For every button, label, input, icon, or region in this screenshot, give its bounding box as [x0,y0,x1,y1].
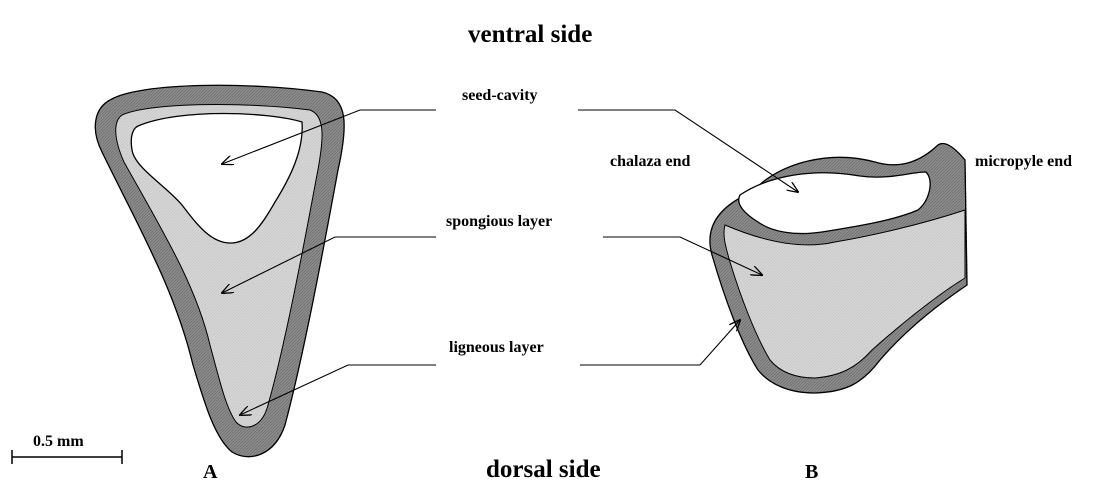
ligneous-layer-leader-b [580,320,740,365]
dorsal-side-label: dorsal side [486,457,601,482]
micropyle-end-label: micropyle end [975,154,1072,170]
scale-bar-label: 0.5 mm [33,434,84,450]
panel-label-a: A [203,462,217,482]
seed-cavity-label: seed-cavity [462,88,538,104]
panel-label-b: B [805,462,818,482]
chalaza-end-label: chalaza end [610,154,690,170]
spongious-layer-label: spongious layer [446,214,552,230]
ventral-side-label: ventral side [468,22,592,47]
scale-bar-line [12,450,122,464]
ligneous-layer-label: ligneous layer [449,340,544,356]
section-a [95,85,344,456]
